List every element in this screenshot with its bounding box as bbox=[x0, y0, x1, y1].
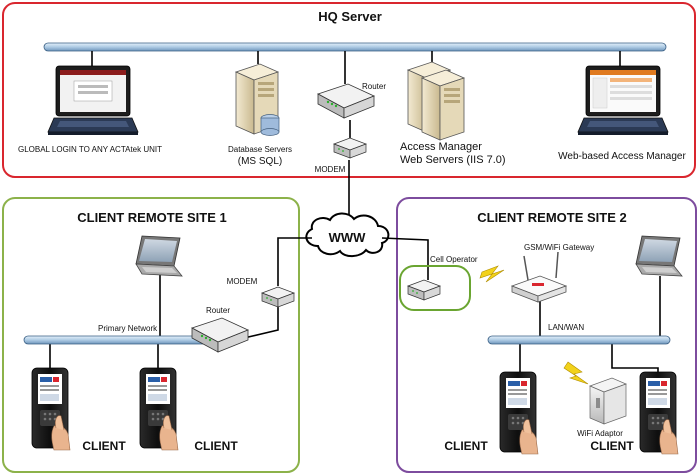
web-access-manager-label: Web-based Access Manager bbox=[558, 151, 686, 162]
hq-network-bus bbox=[43, 42, 667, 52]
site1-client-a-label: CLIENT bbox=[82, 439, 126, 453]
wireless-signal-icon bbox=[479, 265, 505, 283]
site2-client-b-label: CLIENT bbox=[590, 439, 634, 453]
lan-wan-label: LAN/WAN bbox=[548, 323, 584, 332]
site2-client-a-terminal-icon bbox=[499, 371, 539, 455]
client-remote-site-1-region bbox=[2, 197, 300, 473]
wifi-adaptor-icon bbox=[589, 377, 627, 425]
site1-primary-network-bus bbox=[23, 335, 215, 345]
gsm-wifi-gateway-icon bbox=[510, 251, 568, 303]
database-server-icon bbox=[235, 63, 280, 136]
site1-modem-label: MODEM bbox=[227, 277, 258, 286]
site1-client-b-terminal-icon bbox=[139, 367, 179, 451]
site1-router-label: Router bbox=[206, 306, 230, 315]
internet-cloud-icon bbox=[305, 212, 390, 258]
site1-title: CLIENT REMOTE SITE 1 bbox=[77, 210, 227, 225]
web-servers-label: Web Servers (IIS 7.0) bbox=[400, 154, 506, 166]
hq-modem-label: MODEM bbox=[315, 165, 346, 174]
web-access-manager-laptop-icon bbox=[577, 65, 669, 136]
site2-connections bbox=[381, 237, 661, 372]
site2-laptop-icon bbox=[635, 235, 683, 277]
www-label: WWW bbox=[329, 230, 367, 245]
site1-client-a-terminal-icon bbox=[31, 367, 71, 451]
hq-server-title: HQ Server bbox=[318, 9, 382, 24]
hq-laptop-icon bbox=[47, 65, 139, 136]
site1-laptop-icon bbox=[135, 235, 183, 277]
gateway-label: GSM/WiFi Gateway bbox=[524, 243, 594, 252]
wifi-adaptor-label: WiFi Adaptor bbox=[577, 429, 623, 438]
primary-network-label: Primary Network bbox=[98, 324, 158, 333]
database-servers-sub-label: (MS SQL) bbox=[238, 156, 282, 167]
site1-router-icon bbox=[191, 317, 249, 353]
site2-client-b-terminal-icon bbox=[639, 371, 679, 455]
hq-modem-icon bbox=[333, 137, 367, 159]
web-servers-icon bbox=[407, 61, 465, 141]
cell-operator-modem-icon bbox=[407, 279, 441, 301]
database-servers-label: Database Servers bbox=[228, 145, 292, 154]
site1-modem-icon bbox=[261, 286, 295, 308]
global-login-label: GLOBAL LOGIN TO ANY ACTAtek UNIT bbox=[18, 145, 162, 154]
site2-client-a-label: CLIENT bbox=[444, 439, 488, 453]
hq-router-label: Router bbox=[362, 82, 386, 91]
cell-operator-label: Cell Operator bbox=[430, 255, 478, 264]
access-manager-label: Access Manager bbox=[400, 141, 482, 153]
client-remote-site-2-region bbox=[396, 197, 697, 473]
hq-connections bbox=[91, 51, 621, 225]
site2-lan-wan-bus bbox=[487, 335, 671, 345]
cell-operator-highlight bbox=[399, 265, 471, 311]
site1-client-b-label: CLIENT bbox=[194, 439, 238, 453]
wifi-signal-icon bbox=[563, 361, 589, 385]
site2-title: CLIENT REMOTE SITE 2 bbox=[477, 210, 627, 225]
site1-connections bbox=[49, 237, 312, 368]
